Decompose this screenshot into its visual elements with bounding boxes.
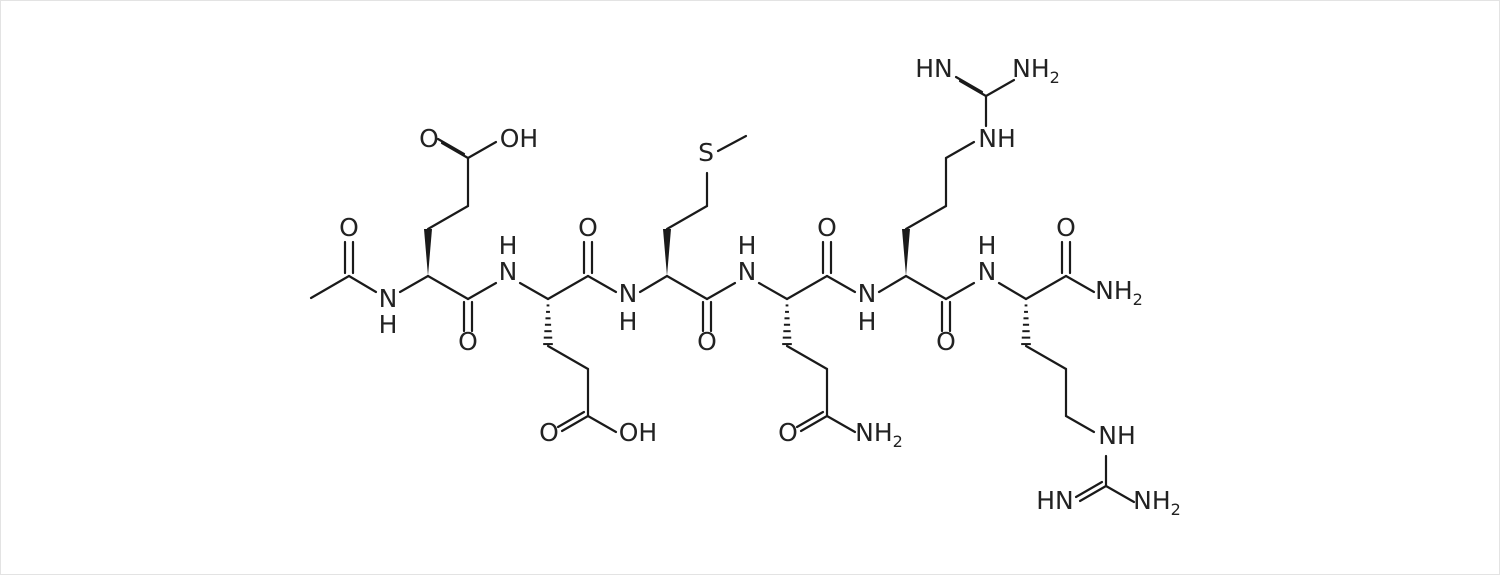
bond-line — [347, 274, 378, 294]
bond-line — [546, 344, 590, 371]
atom-label-n3: N — [619, 279, 638, 308]
bond-line — [560, 414, 590, 433]
solid-wedge-bond — [424, 229, 432, 276]
bond-line — [785, 274, 829, 301]
atom-label-arg2-hn: HN — [1036, 486, 1074, 515]
solid-wedge-bond — [663, 229, 671, 276]
bond-line — [757, 281, 789, 301]
bond-line — [944, 281, 976, 301]
solid-wedge-bond — [902, 229, 910, 276]
bond-line — [436, 137, 466, 156]
bond-line — [466, 281, 498, 301]
bond-line — [665, 274, 709, 301]
atom-label-arg2-nh: NH — [1098, 421, 1136, 450]
bond-layer — [309, 75, 1136, 504]
atom-label-arg2-nh2: NH2 — [1133, 486, 1181, 519]
atom-label-n1: N — [379, 284, 398, 313]
atom-label-term-nh2: NH2 — [1095, 276, 1143, 309]
atom-label-n4: N — [738, 257, 757, 286]
atom-label-glu2-o: O — [539, 418, 559, 447]
bond-line — [877, 274, 908, 294]
bond-line — [586, 274, 618, 294]
atom-label-ac-o: O — [339, 213, 359, 242]
bond-line — [997, 281, 1028, 301]
bond-line — [825, 414, 857, 434]
atom-label-glu1-oh: OH — [500, 124, 538, 153]
atom-label-met-s: S — [698, 138, 714, 167]
atom-label-n2-h: H — [499, 231, 518, 260]
atom-label-n5-h: H — [858, 307, 877, 336]
bond-line — [984, 78, 1016, 98]
bond-line — [440, 141, 470, 160]
bond-line — [1064, 414, 1096, 434]
atom-label-arg1-hn: HN — [915, 54, 953, 83]
atom-label-arg1-nh: NH — [978, 124, 1016, 153]
bond-line — [1104, 484, 1136, 504]
atom-label-glu1-o: O — [419, 124, 439, 153]
bond-line — [556, 410, 586, 429]
atom-label-c5-o: O — [936, 327, 956, 356]
atom-label-n2: N — [499, 257, 518, 286]
bond-line — [944, 140, 976, 160]
bond-line — [426, 274, 470, 301]
atom-label-n4-h: H — [738, 231, 757, 260]
atom-label-c1-o: O — [458, 327, 478, 356]
atom-label-arg1-nh2: NH2 — [1012, 54, 1060, 87]
stereo-wedge-layer — [424, 229, 1031, 346]
bond-line — [1024, 274, 1068, 301]
atom-label-glu2-oh: OH — [619, 418, 657, 447]
bond-line — [705, 281, 737, 301]
bond-line — [795, 410, 825, 429]
atom-label-c4-o: O — [817, 213, 837, 242]
atom-label-gln-nh2: NH2 — [855, 418, 903, 451]
bond-line — [426, 204, 470, 231]
atom-label-c6-o: O — [1056, 213, 1076, 242]
bond-line — [1074, 480, 1104, 499]
atom-label-c2-o: O — [578, 213, 598, 242]
bond-line — [799, 414, 829, 433]
bond-line — [518, 281, 550, 301]
bond-line — [825, 274, 857, 294]
bond-line — [904, 204, 948, 231]
bond-line — [904, 274, 948, 301]
atom-label-gln-o: O — [778, 418, 798, 447]
bond-line — [958, 79, 988, 98]
bond-line — [546, 274, 590, 301]
bond-line — [785, 344, 829, 371]
atom-label-n5: N — [858, 279, 877, 308]
bond-line — [665, 204, 709, 231]
bond-line — [398, 274, 430, 294]
atom-label-n6: N — [978, 257, 997, 286]
bond-line — [1064, 274, 1096, 294]
atom-label-n6-h: H — [978, 231, 997, 260]
atom-label-n1-h: H — [379, 310, 398, 339]
bond-line — [466, 140, 498, 160]
bond-line — [309, 274, 351, 300]
atom-label-n3-h: H — [619, 307, 638, 336]
bond-line — [1024, 344, 1068, 371]
bond-line — [586, 414, 618, 434]
bond-line — [638, 274, 669, 294]
bond-line — [1078, 484, 1108, 503]
bond-line — [716, 134, 748, 153]
atom-label-c3-o: O — [697, 327, 717, 356]
bond-line — [954, 75, 984, 94]
